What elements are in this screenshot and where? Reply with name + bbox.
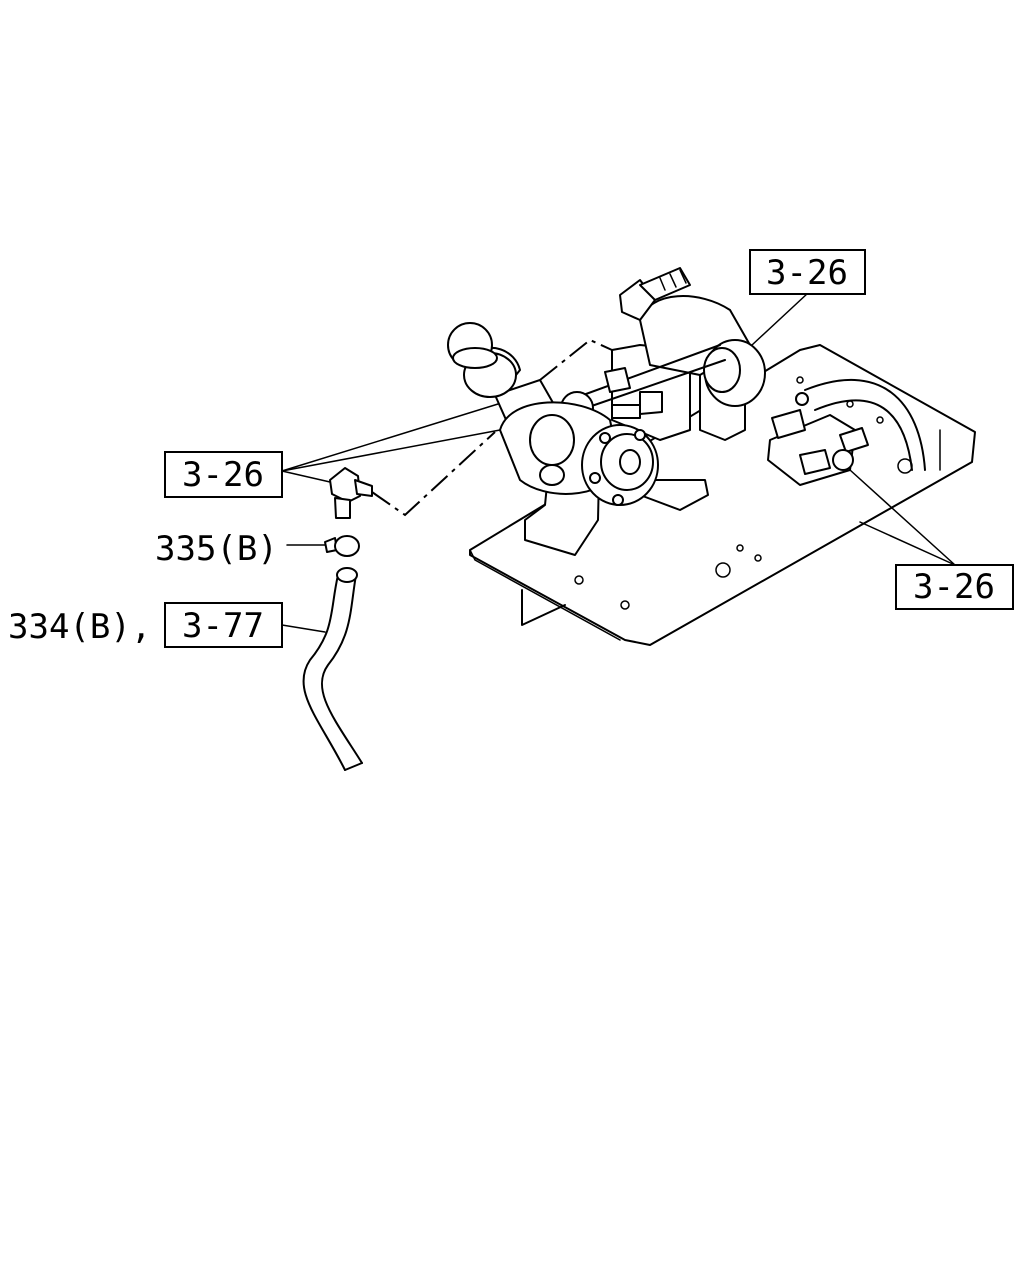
mounting-plate bbox=[469, 344, 976, 646]
valve-assembly bbox=[447, 267, 766, 506]
leader-lines bbox=[281, 292, 956, 633]
ref-label-top: 3-26 bbox=[766, 253, 848, 293]
part-label-clip: 335(B) bbox=[155, 529, 278, 569]
ref-box-hose: 3-77 bbox=[164, 602, 283, 648]
tee-fitting-assembly bbox=[767, 379, 926, 486]
part-label-hose: 334(B), bbox=[8, 607, 151, 647]
ref-label-right: 3-26 bbox=[913, 567, 995, 607]
ref-label-hose: 3-77 bbox=[182, 606, 264, 646]
ref-box-right: 3-26 bbox=[895, 564, 1014, 610]
elbow-fitting bbox=[329, 467, 373, 519]
hose-clip bbox=[324, 535, 360, 557]
ref-box-left: 3-26 bbox=[164, 451, 283, 498]
ref-label-left: 3-26 bbox=[182, 455, 264, 495]
vacuum-hose bbox=[302, 567, 363, 771]
ref-box-top: 3-26 bbox=[749, 249, 866, 295]
